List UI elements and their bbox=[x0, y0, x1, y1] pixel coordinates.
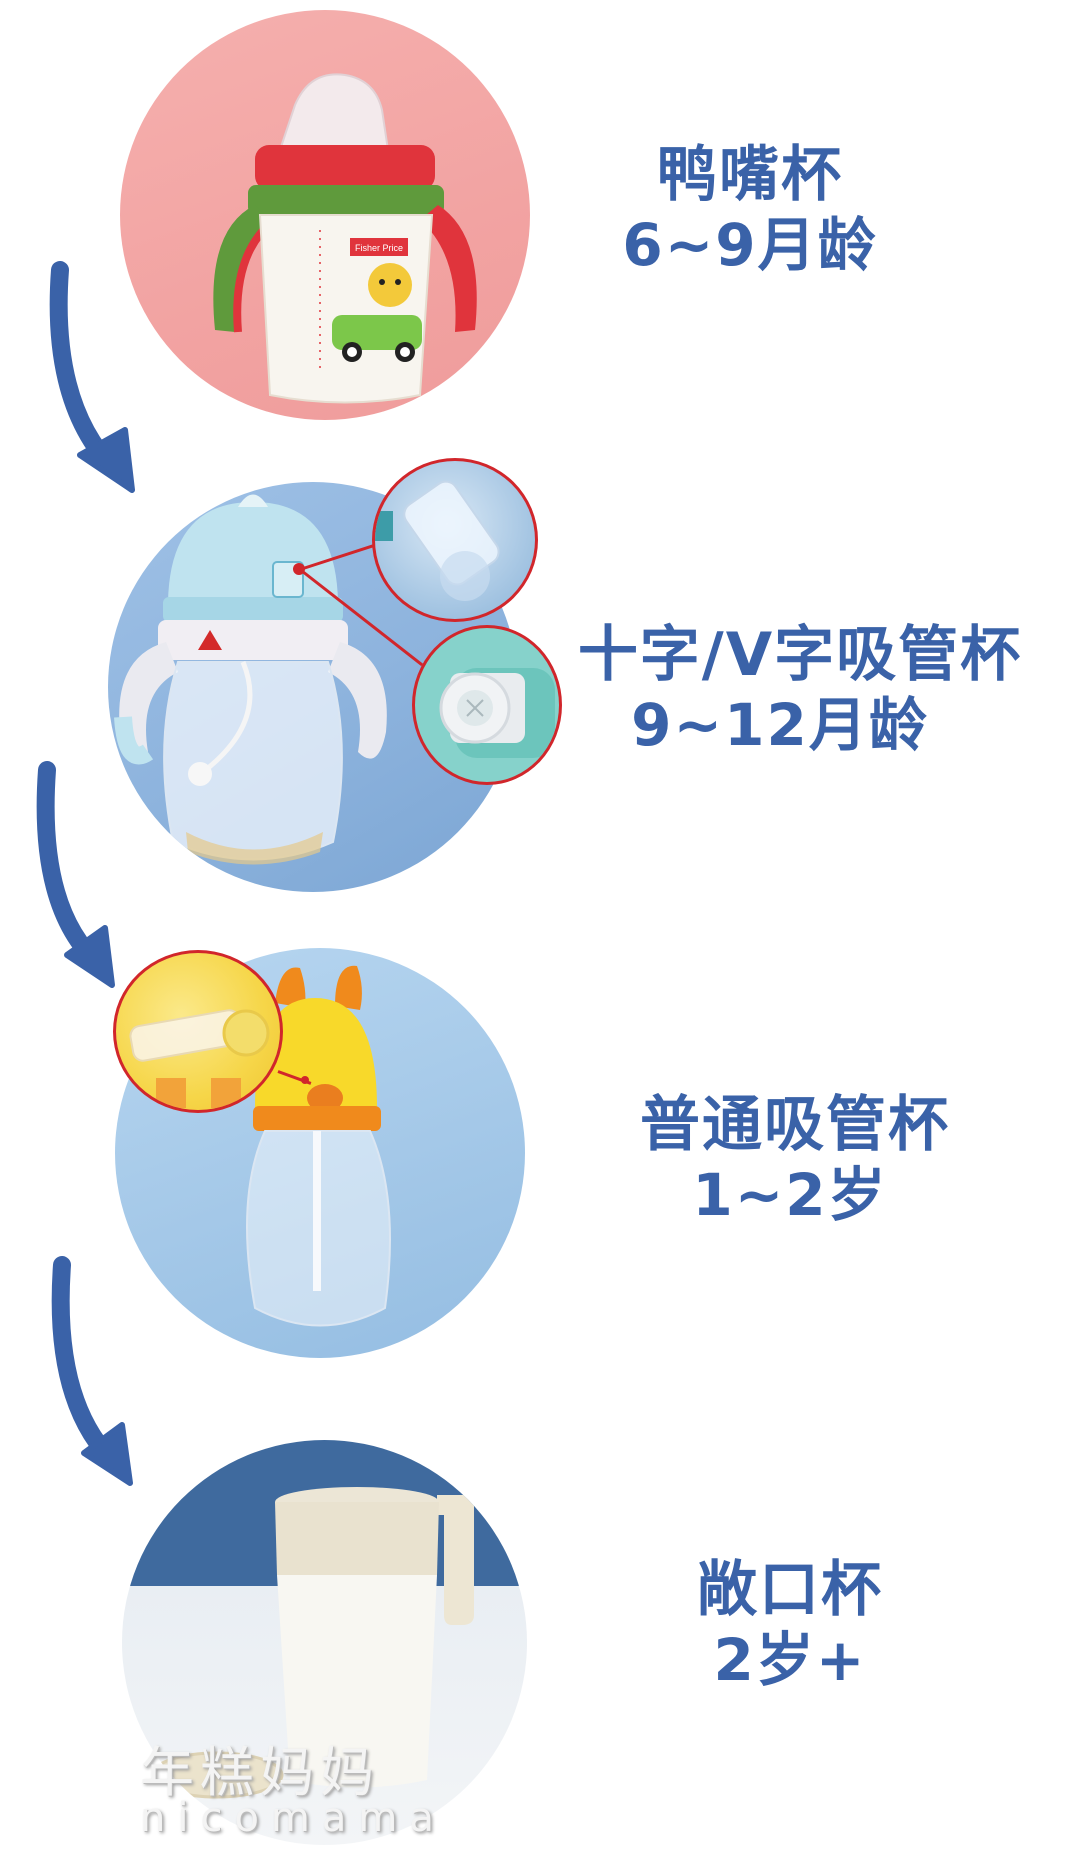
stage-3-detail-inset-straw bbox=[113, 950, 283, 1113]
stage-1-label: 鸭嘴杯 6~9月龄 bbox=[590, 140, 910, 279]
down-curved-arrow-icon bbox=[36, 761, 115, 988]
down-curved-arrow-icon bbox=[51, 1256, 133, 1486]
stage-2-age: 9~12月龄 bbox=[631, 690, 929, 759]
straw-valve-closeup bbox=[375, 480, 500, 601]
stage-2-detail-inset-valve bbox=[412, 625, 562, 785]
stage-4-image-circle bbox=[122, 1440, 527, 1845]
watermark-cn: 年糕妈妈 bbox=[140, 1741, 380, 1804]
duck-straw-cup-illustration bbox=[246, 965, 391, 1327]
stage-1-title: 鸭嘴杯 bbox=[657, 140, 843, 210]
stage-3-title: 普通吸管杯 bbox=[640, 1090, 950, 1160]
cross-valve-closeup bbox=[439, 668, 555, 758]
stage-3-image-circle bbox=[115, 948, 525, 1358]
stage-3-label: 普通吸管杯 1~2岁 bbox=[610, 1090, 980, 1229]
stage-1-age: 6~9月龄 bbox=[622, 210, 878, 279]
stage-1-image-circle: Fisher Price bbox=[120, 10, 530, 420]
down-curved-arrow-icon bbox=[49, 261, 135, 493]
stage-4-label: 敞口杯 2岁+ bbox=[660, 1555, 920, 1694]
straw-closeup bbox=[129, 1009, 270, 1108]
stage-2-label: 十字/V字吸管杯 9~12月龄 bbox=[555, 620, 1045, 759]
stage-3-age: 1~2岁 bbox=[692, 1160, 888, 1229]
watermark-en: nicomama bbox=[140, 1795, 446, 1841]
stage-2-detail-inset-straw bbox=[372, 458, 538, 622]
svg-text:Fisher Price: Fisher Price bbox=[355, 243, 403, 253]
stage-4-title: 敞口杯 bbox=[697, 1555, 883, 1625]
duckbill-cup-illustration: Fisher Price bbox=[213, 73, 477, 404]
stage-2-title: 十字/V字吸管杯 bbox=[577, 620, 1023, 690]
stage-4-age: 2岁+ bbox=[713, 1625, 867, 1694]
straw-cup-illustration bbox=[114, 494, 387, 865]
